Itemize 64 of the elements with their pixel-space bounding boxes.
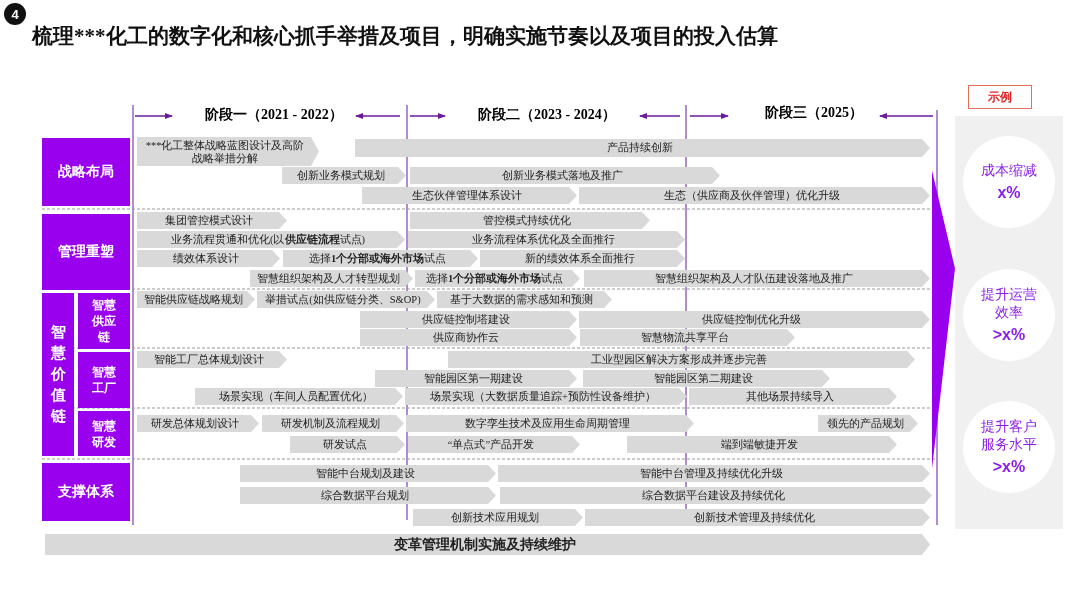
chevron-bar: 管控模式持续优化 — [410, 212, 650, 229]
phase-heading: 阶段三（2025） — [765, 104, 863, 122]
chevron-bar: 端到端敏捷开发 — [627, 436, 897, 453]
chevron-bar: 选择1个分部或海外市场试点 — [415, 270, 580, 287]
chevron-bar: 场景实现（车间人员配置优化） — [195, 388, 403, 405]
chevron-bar: 智能园区第二期建设 — [583, 370, 830, 387]
chevron-bar: 产品持续创新 — [355, 139, 930, 157]
chevron-bar: 基于大数据的需求感知和预测 — [437, 291, 612, 308]
chevron-bar: 创新业务模式规划 — [282, 167, 406, 184]
chevron-bar: 供应商协作云 — [360, 329, 577, 346]
result-text: 提升运营效率 — [980, 286, 1038, 322]
chevron-bar: 业务流程体系优化及全面推行 — [408, 231, 685, 248]
chevron-bar: 智慧组织架构及人才转型规划 — [250, 270, 413, 287]
category-box: 智慧价值链 — [42, 293, 74, 456]
chevron-bar: 智能园区第一期建设 — [375, 370, 577, 387]
chevron-bar: 智慧组织架构及人才队伍建设落地及推广 — [584, 270, 930, 287]
chevron-bar: 创新业务模式落地及推广 — [410, 167, 720, 184]
chevron-bar: 变革管理机制实施及持续维护 — [45, 534, 930, 555]
category-box: 管理重塑 — [42, 214, 130, 290]
percentage-value: x% — [997, 184, 1021, 202]
subcategory-box: 智慧研发 — [78, 411, 130, 456]
chevron-bar: 研发试点 — [290, 436, 405, 453]
chevron-bar: “单点式”产品开发 — [408, 436, 580, 453]
chevron-bar: 生态伙伴管理体系设计 — [362, 187, 577, 204]
step-number: 4 — [4, 3, 26, 25]
result-text: 提升客户服务水平 — [980, 418, 1038, 454]
chevron-bar: 新的绩效体系全面推行 — [480, 250, 685, 267]
chevron-bar: 集团管控模式设计 — [137, 212, 287, 229]
chevron-bar: 智能工厂总体规划设计 — [137, 351, 287, 368]
title: 梳理***化工的数字化和核心抓手举措及项目，明确实施节奏以及项目的投入估算 — [32, 23, 778, 50]
category-box: 战略布局 — [42, 138, 130, 206]
chevron-bar: 供应链控制优化升级 — [579, 311, 930, 328]
category-box: 支撑体系 — [42, 463, 130, 521]
chevron-bar: 智慧物流共享平台 — [580, 329, 795, 346]
chevron-bar: 选择1个分部或海外市场试点 — [283, 250, 478, 267]
chevron-bar: 工业型园区解决方案形成并逐步完善 — [448, 351, 915, 368]
chevron-bar: 研发机制及流程规划 — [262, 415, 404, 432]
phase-heading: 阶段一（2021 - 2022） — [205, 106, 343, 124]
chevron-bar: 场景实现（大数据质量追踪+预防性设备维护） — [405, 388, 687, 405]
chevron-bar: 业务流程贯通和优化(以供应链流程试点) — [137, 231, 405, 248]
chevron-bar: 绩效体系设计 — [137, 250, 280, 267]
chevron-bar: 其他场景持续导入 — [689, 388, 897, 405]
result-text: 成本缩减 — [980, 162, 1038, 180]
percentage-value: >x% — [992, 326, 1026, 344]
chevron-bar: 综合数据平台规划 — [240, 487, 496, 504]
chevron-bar: 综合数据平台建设及持续优化 — [500, 487, 932, 504]
subcategory-box: 智慧供应链 — [78, 293, 130, 349]
chevron-bar: 创新技术应用规划 — [413, 509, 583, 526]
chevron-bar: ***化工整体战略蓝图设计及高阶战略举措分解 — [137, 137, 319, 166]
chevron-bar: 生态（供应商及伙伴管理）优化升级 — [579, 187, 930, 204]
chevron-bar: 创新技术管理及持续优化 — [585, 509, 930, 526]
percentage-value: >x% — [992, 458, 1026, 476]
example-tag: 示例 — [968, 85, 1032, 109]
chevron-bar: 研发总体规划设计 — [137, 415, 259, 432]
chevron-bar: 智能供应链战略规划 — [137, 291, 255, 308]
chevron-bar: 供应链控制塔建设 — [360, 311, 577, 328]
results-panel — [955, 116, 1063, 529]
chevron-bar: 智能中台管理及持续优化升级 — [498, 465, 930, 482]
chevron-bar: 智能中台规划及建设 — [240, 465, 496, 482]
phase-heading: 阶段二（2023 - 2024） — [478, 106, 616, 124]
chevron-bar: 数字孪生技术及应用生命周期管理 — [406, 415, 694, 432]
subcategory-box: 智慧工厂 — [78, 352, 130, 408]
chevron-bar: 举措试点(如供应链分类、S&OP) — [257, 291, 435, 308]
chevron-bar: 领先的产品规划 — [818, 415, 918, 432]
